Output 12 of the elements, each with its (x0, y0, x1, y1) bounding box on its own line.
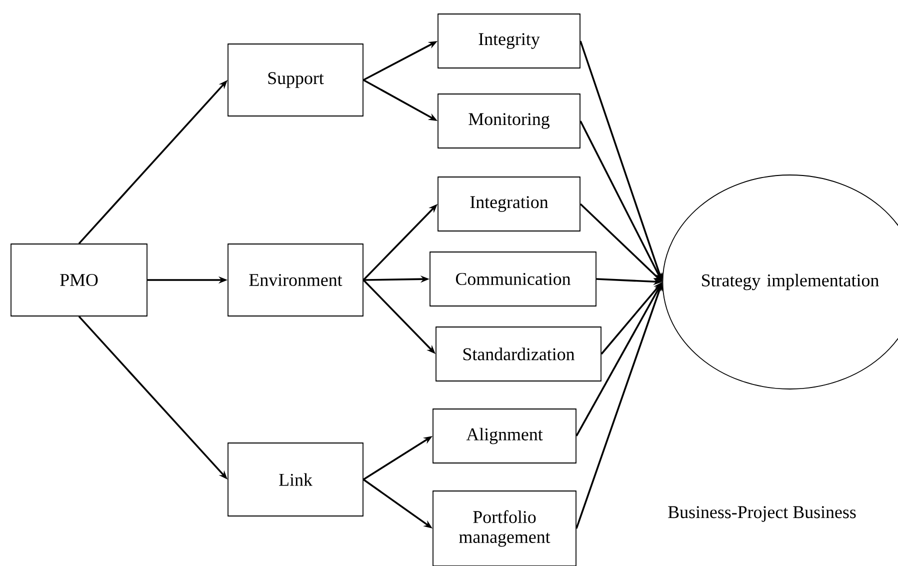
process-box: Integrity (438, 14, 580, 68)
process-box: Support (228, 44, 364, 116)
process-box: Alignment (432, 408, 576, 464)
process-box: Integration (438, 176, 580, 232)
process-box: Standardization (436, 326, 602, 382)
process-box: Monitoring (438, 94, 580, 148)
process-box: Link (228, 442, 364, 516)
process-box: Communication (430, 252, 596, 306)
process-box: PMO (10, 244, 148, 316)
process-box: Portfolio management (432, 490, 576, 566)
note-text: Business-Project Business (668, 506, 856, 522)
process-box: Environment (228, 244, 364, 316)
